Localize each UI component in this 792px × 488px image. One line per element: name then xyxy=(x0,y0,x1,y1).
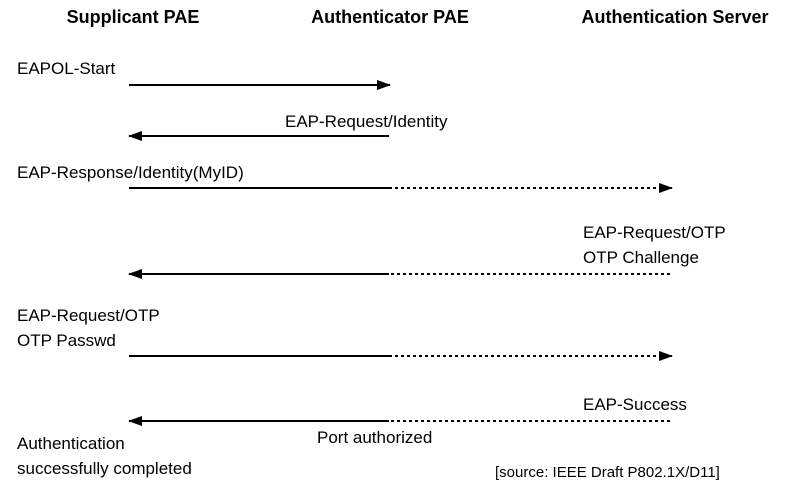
label-eap-request-otp-passwd-line1: EAP-Request/OTP xyxy=(17,306,160,325)
label-eap-request-otp-passwd-line2: OTP Passwd xyxy=(17,331,116,350)
label-eap-request-otp-challenge: EAP-Request/OTP OTP Challenge xyxy=(583,220,726,270)
label-authentication-completed-line1: Authentication xyxy=(17,434,125,453)
label-eap-response-identity: EAP-Response/Identity(MyID) xyxy=(17,163,244,182)
label-eap-success: EAP-Success xyxy=(583,395,687,414)
label-port-authorized: Port authorized xyxy=(317,428,433,447)
label-source-citation: [source: IEEE Draft P802.1X/D11] xyxy=(495,464,720,481)
label-eap-request-identity: EAP-Request/Identity xyxy=(285,112,448,131)
label-authentication-completed: Authentication successfully completed xyxy=(17,431,192,481)
label-authentication-completed-line2: successfully completed xyxy=(17,459,192,478)
column-header-authenticator-pae: Authenticator PAE xyxy=(311,7,469,27)
label-eap-request-otp-passwd: EAP-Request/OTP OTP Passwd xyxy=(17,303,160,353)
label-eap-request-otp-challenge-line2: OTP Challenge xyxy=(583,248,699,267)
label-eap-request-otp-challenge-line1: EAP-Request/OTP xyxy=(583,223,726,242)
column-header-supplicant-pae: Supplicant PAE xyxy=(66,7,200,27)
column-header-authentication-server: Authentication Server xyxy=(581,7,769,27)
label-eapol-start: EAPOL-Start xyxy=(17,59,116,78)
